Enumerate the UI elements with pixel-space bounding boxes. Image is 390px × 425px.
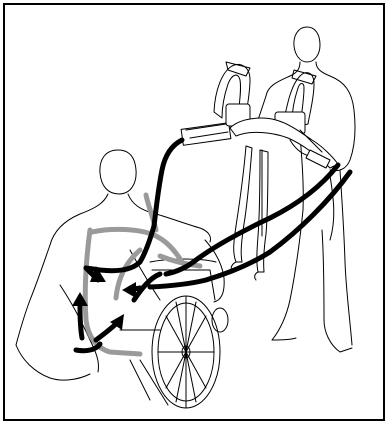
leg-strap-straps [231, 146, 268, 280]
wheelchair [120, 259, 228, 408]
direction-arrows [72, 266, 140, 351]
arrow-head-2 [122, 282, 136, 298]
